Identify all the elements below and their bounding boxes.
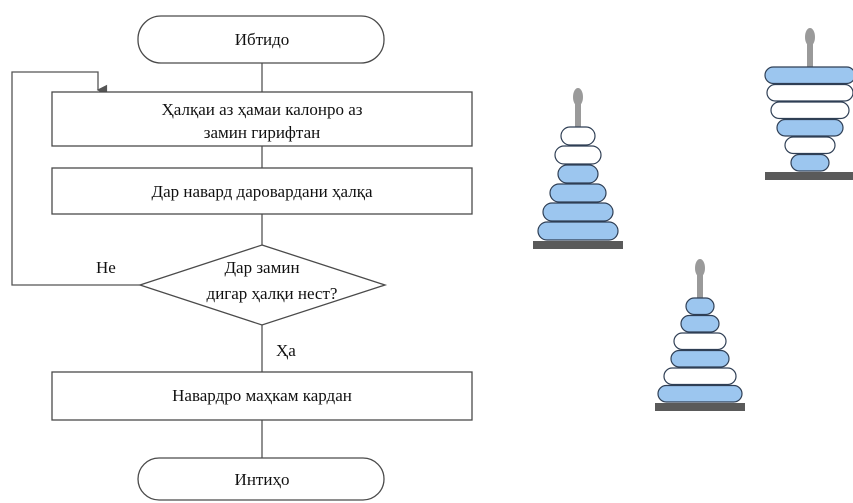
ring [784,136,836,155]
end-shape [137,457,385,501]
ring [557,164,599,184]
step2-shape [51,167,473,215]
decision-shape [137,244,388,326]
peg-top [695,259,705,277]
ring-stack-tower-icon [655,259,745,411]
ring [685,297,715,316]
flowchart-connectors [11,63,263,458]
ring [537,221,619,241]
ring [670,349,730,368]
ring [770,101,850,120]
step3-node: Навардро маҳкам кардан [51,371,473,421]
ring [680,314,720,333]
step3-shape [51,371,473,421]
ring [776,118,844,137]
ring [560,126,596,146]
peg-top [573,88,583,106]
step1-label-line2: замин гирифтан [204,123,320,142]
tower-base [533,241,623,249]
yes-branch-label: Ҳа [276,341,296,360]
tower-base [765,172,853,180]
loop-back-connector [11,71,140,286]
tower-base [655,403,745,411]
ring [549,183,607,203]
ring [790,153,830,172]
ring [764,66,853,85]
start-node: Ибтидо [137,15,385,64]
ring [554,145,602,165]
peg-top [805,28,815,46]
ring [766,83,853,102]
start-label: Ибтидо [235,30,290,49]
step3-label: Навардро маҳкам кардан [172,386,352,405]
step1-node: Ҳалқаи аз ҳамаи калонро аз замин гирифта… [51,91,473,147]
step1-label-line1: Ҳалқаи аз ҳамаи калонро аз [162,100,363,119]
step2-node: Дар навард даровардани ҳалқа [51,167,473,215]
ring-stack-tower-icon [533,88,623,249]
ring [657,384,743,403]
decision-label-line2: дигар ҳалқи нест? [207,284,338,303]
start-shape [137,15,385,64]
step1-shape [51,91,473,147]
ring [673,332,727,351]
end-label: Интиҳо [235,470,290,489]
decision-node: Дар замин дигар ҳалқи нест? [137,244,388,326]
ring [542,202,614,222]
no-branch-label: Не [96,258,116,277]
end-node: Интиҳо [137,457,385,501]
step2-label: Дар навард даровардани ҳалқа [152,182,373,201]
decision-label-line1: Дар замин [224,258,299,277]
ring [663,367,737,386]
ring-stack-tower-icon [764,28,853,180]
